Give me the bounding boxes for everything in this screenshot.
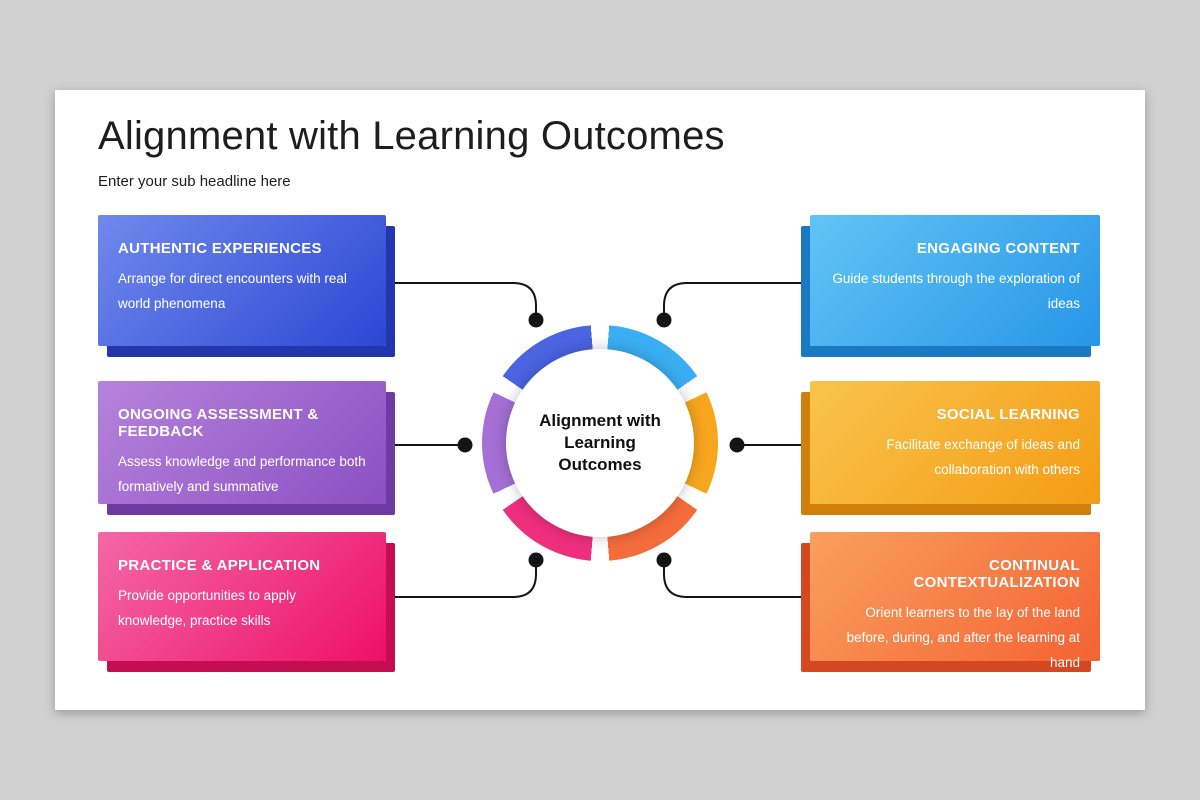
connector-dot-top-right — [656, 312, 672, 328]
card-body: Orient learners to the lay of the land b… — [846, 605, 1080, 670]
card-title: PRACTICE & APPLICATION — [118, 557, 321, 574]
connector-dot-top-left — [528, 312, 544, 328]
card-body: Assess knowledge and performance both fo… — [118, 454, 366, 494]
page-subtitle: Enter your sub headline here — [98, 173, 291, 190]
card-body: Provide opportunities to apply knowledge… — [118, 588, 296, 628]
connector-bottom-left — [386, 567, 537, 598]
center-label-line: Alignment with — [539, 411, 661, 430]
card-title: SOCIAL LEARNING — [936, 406, 1080, 423]
card-title: ONGOING ASSESSMENT & FEEDBACK — [118, 406, 319, 440]
card-engaging-content: ENGAGING CONTENT Guide students through … — [810, 215, 1100, 346]
page-title: Alignment with Learning Outcomes — [98, 114, 725, 158]
card-title: ENGAGING CONTENT — [916, 240, 1080, 257]
center-label-line: Outcomes — [558, 455, 642, 474]
connector-top-left — [386, 282, 537, 313]
card-practice-application: PRACTICE & APPLICATION Provide opportuni… — [98, 532, 386, 661]
ring-center-circle: Alignment with Learning Outcomes — [506, 349, 694, 537]
connector-dot-middle-right — [729, 437, 745, 453]
slide-canvas: Alignment with Learning Outcomes Enter y… — [55, 90, 1145, 710]
connector-top-right — [663, 282, 810, 313]
connector-dot-bottom-right — [656, 552, 672, 568]
center-label-line: Learning — [564, 433, 636, 452]
card-authentic-experiences: AUTHENTIC EXPERIENCES Arrange for direct… — [98, 215, 386, 346]
connector-bottom-right — [663, 567, 810, 598]
card-title: CONTINUAL CONTEXTUALIZATION — [913, 557, 1080, 591]
card-social-learning: SOCIAL LEARNING Facilitate exchange of i… — [810, 381, 1100, 504]
card-title: AUTHENTIC EXPERIENCES — [118, 240, 322, 257]
card-ongoing-assessment-feedback: ONGOING ASSESSMENT & FEEDBACK Assess kno… — [98, 381, 386, 504]
connector-lines — [386, 282, 810, 598]
connector-dot-middle-left — [457, 437, 473, 453]
center-label: Alignment with Learning Outcomes — [539, 410, 661, 476]
card-continual-contextualization: CONTINUAL CONTEXTUALIZATION Orient learn… — [810, 532, 1100, 670]
outcome-ring: Alignment with Learning Outcomes — [482, 325, 718, 561]
connector-dot-bottom-left — [528, 552, 544, 568]
card-body: Facilitate exchange of ideas and collabo… — [886, 437, 1080, 477]
card-body: Arrange for direct encounters with real … — [118, 271, 347, 311]
card-body: Guide students through the exploration o… — [832, 271, 1080, 311]
